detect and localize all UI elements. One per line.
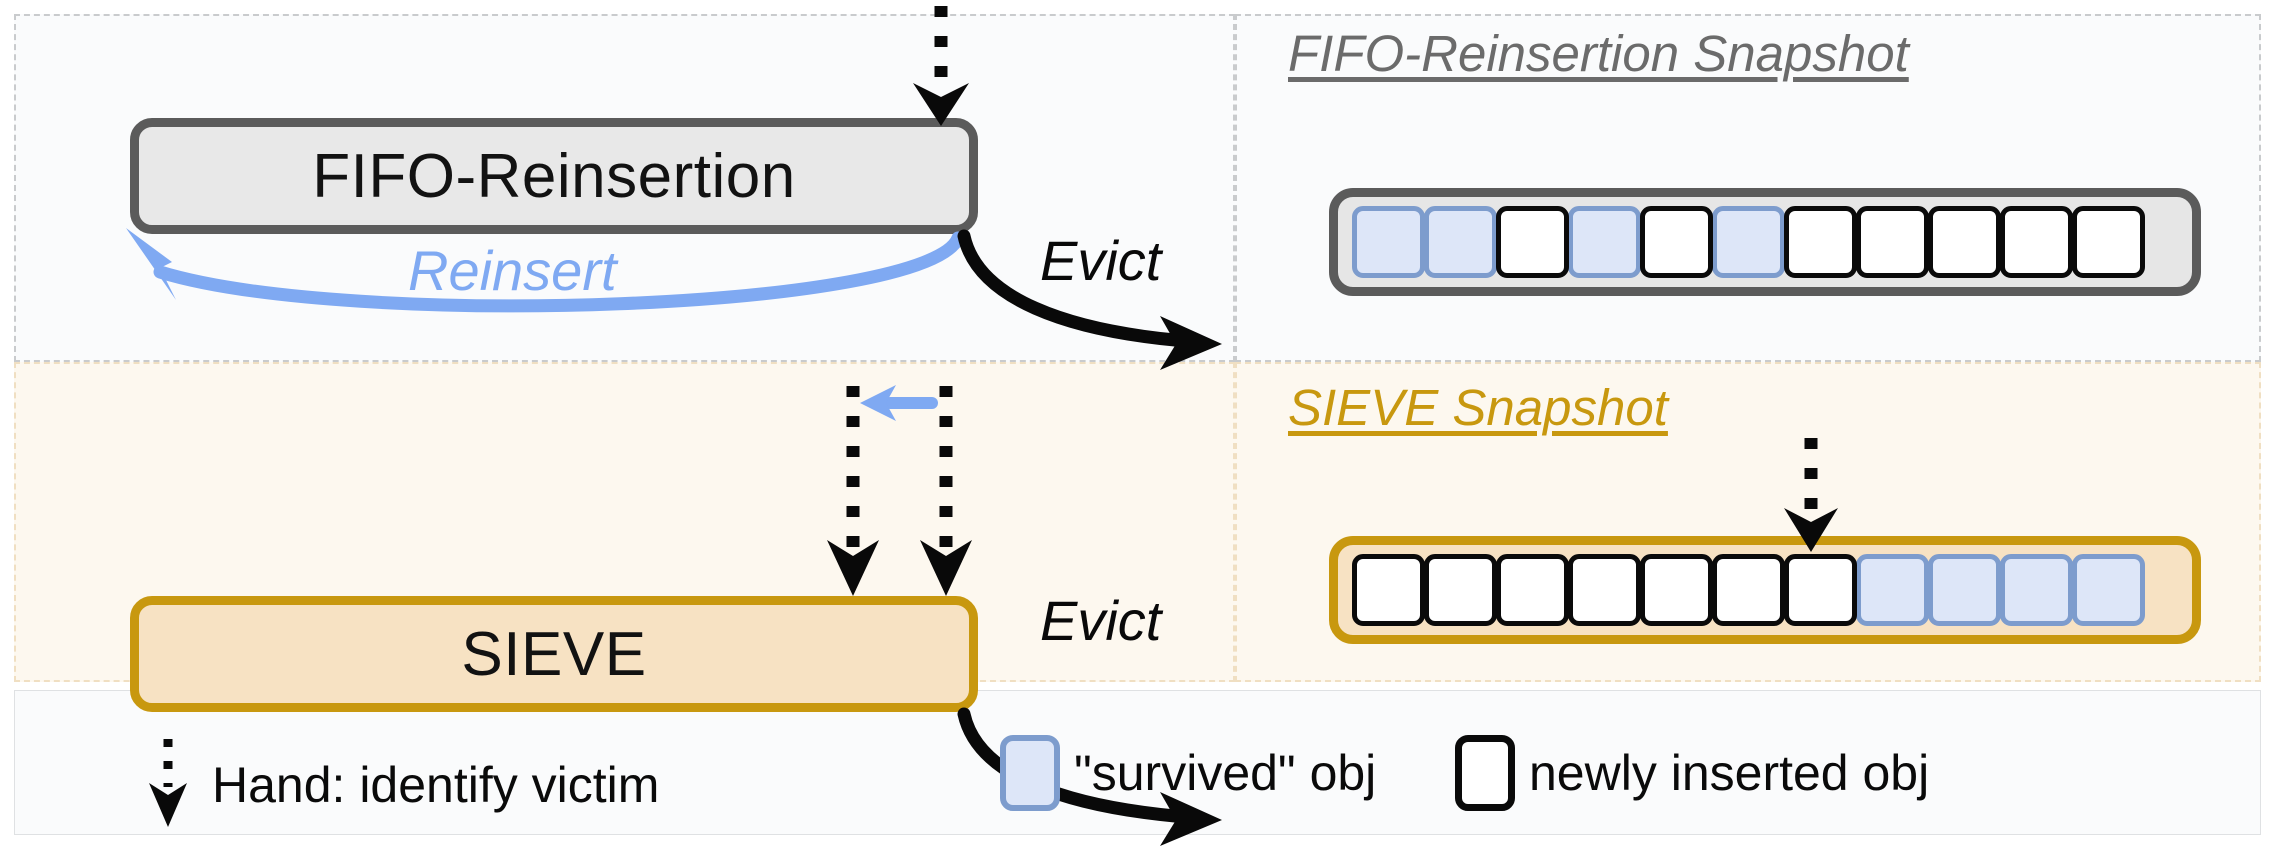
cache-cell	[1640, 554, 1713, 626]
fifo-reinsertion-box: FIFO-Reinsertion	[130, 118, 978, 234]
fifo-reinsertion-label: FIFO-Reinsertion	[312, 141, 796, 211]
reinsert-label: Reinsert	[408, 239, 617, 302]
cache-cell	[2072, 554, 2145, 626]
sieve-cell-list	[1352, 545, 2178, 635]
cache-cell	[1712, 554, 1785, 626]
legend-item-newly-inserted: newly inserted obj	[1455, 735, 1929, 811]
cache-cell	[1856, 206, 1929, 278]
legend-new-label: newly inserted obj	[1529, 745, 1930, 801]
fifo-reinsertion-snapshot-title: FIFO-Reinsertion Snapshot	[1288, 25, 1909, 82]
sieve-evict-label: Evict	[1040, 589, 1162, 652]
cache-cell	[2072, 206, 2145, 278]
newly-inserted-cell-swatch	[1455, 735, 1515, 811]
cache-cell	[1928, 206, 2001, 278]
sieve-label: SIEVE	[461, 619, 647, 689]
cache-cell	[1352, 206, 1425, 278]
fifo-evict-label: Evict	[1040, 229, 1162, 292]
cache-cell	[1856, 554, 1929, 626]
sieve-snapshot-strip	[1329, 536, 2201, 644]
legend-survived-label: "survived" obj	[1074, 745, 1377, 801]
cache-cell	[2000, 206, 2073, 278]
cache-cell	[1568, 554, 1641, 626]
dashed-down-arrow-icon	[140, 735, 212, 835]
cache-cell	[1784, 554, 1857, 626]
cache-cell	[1640, 206, 1713, 278]
legend-item-survived: "survived" obj	[1000, 735, 1376, 811]
survived-cell-swatch	[1000, 735, 1060, 811]
cache-cell	[1352, 554, 1425, 626]
cache-cell	[2000, 554, 2073, 626]
legend-hand-label: Hand: identify victim	[212, 757, 660, 813]
fifo-reinsertion-snapshot-strip	[1329, 188, 2201, 296]
cache-cell	[1424, 554, 1497, 626]
cache-cell	[1568, 206, 1641, 278]
cache-cell	[1928, 554, 2001, 626]
fifo-cell-list	[1352, 197, 2178, 287]
cache-cell	[1496, 554, 1569, 626]
cache-cell	[1496, 206, 1569, 278]
sieve-snapshot-title: SIEVE Snapshot	[1288, 379, 1668, 436]
legend-item-hand: Hand: identify victim	[140, 735, 659, 835]
sieve-box: SIEVE	[130, 596, 978, 712]
cache-cell	[1784, 206, 1857, 278]
cache-cell	[1712, 206, 1785, 278]
cache-cell	[1424, 206, 1497, 278]
